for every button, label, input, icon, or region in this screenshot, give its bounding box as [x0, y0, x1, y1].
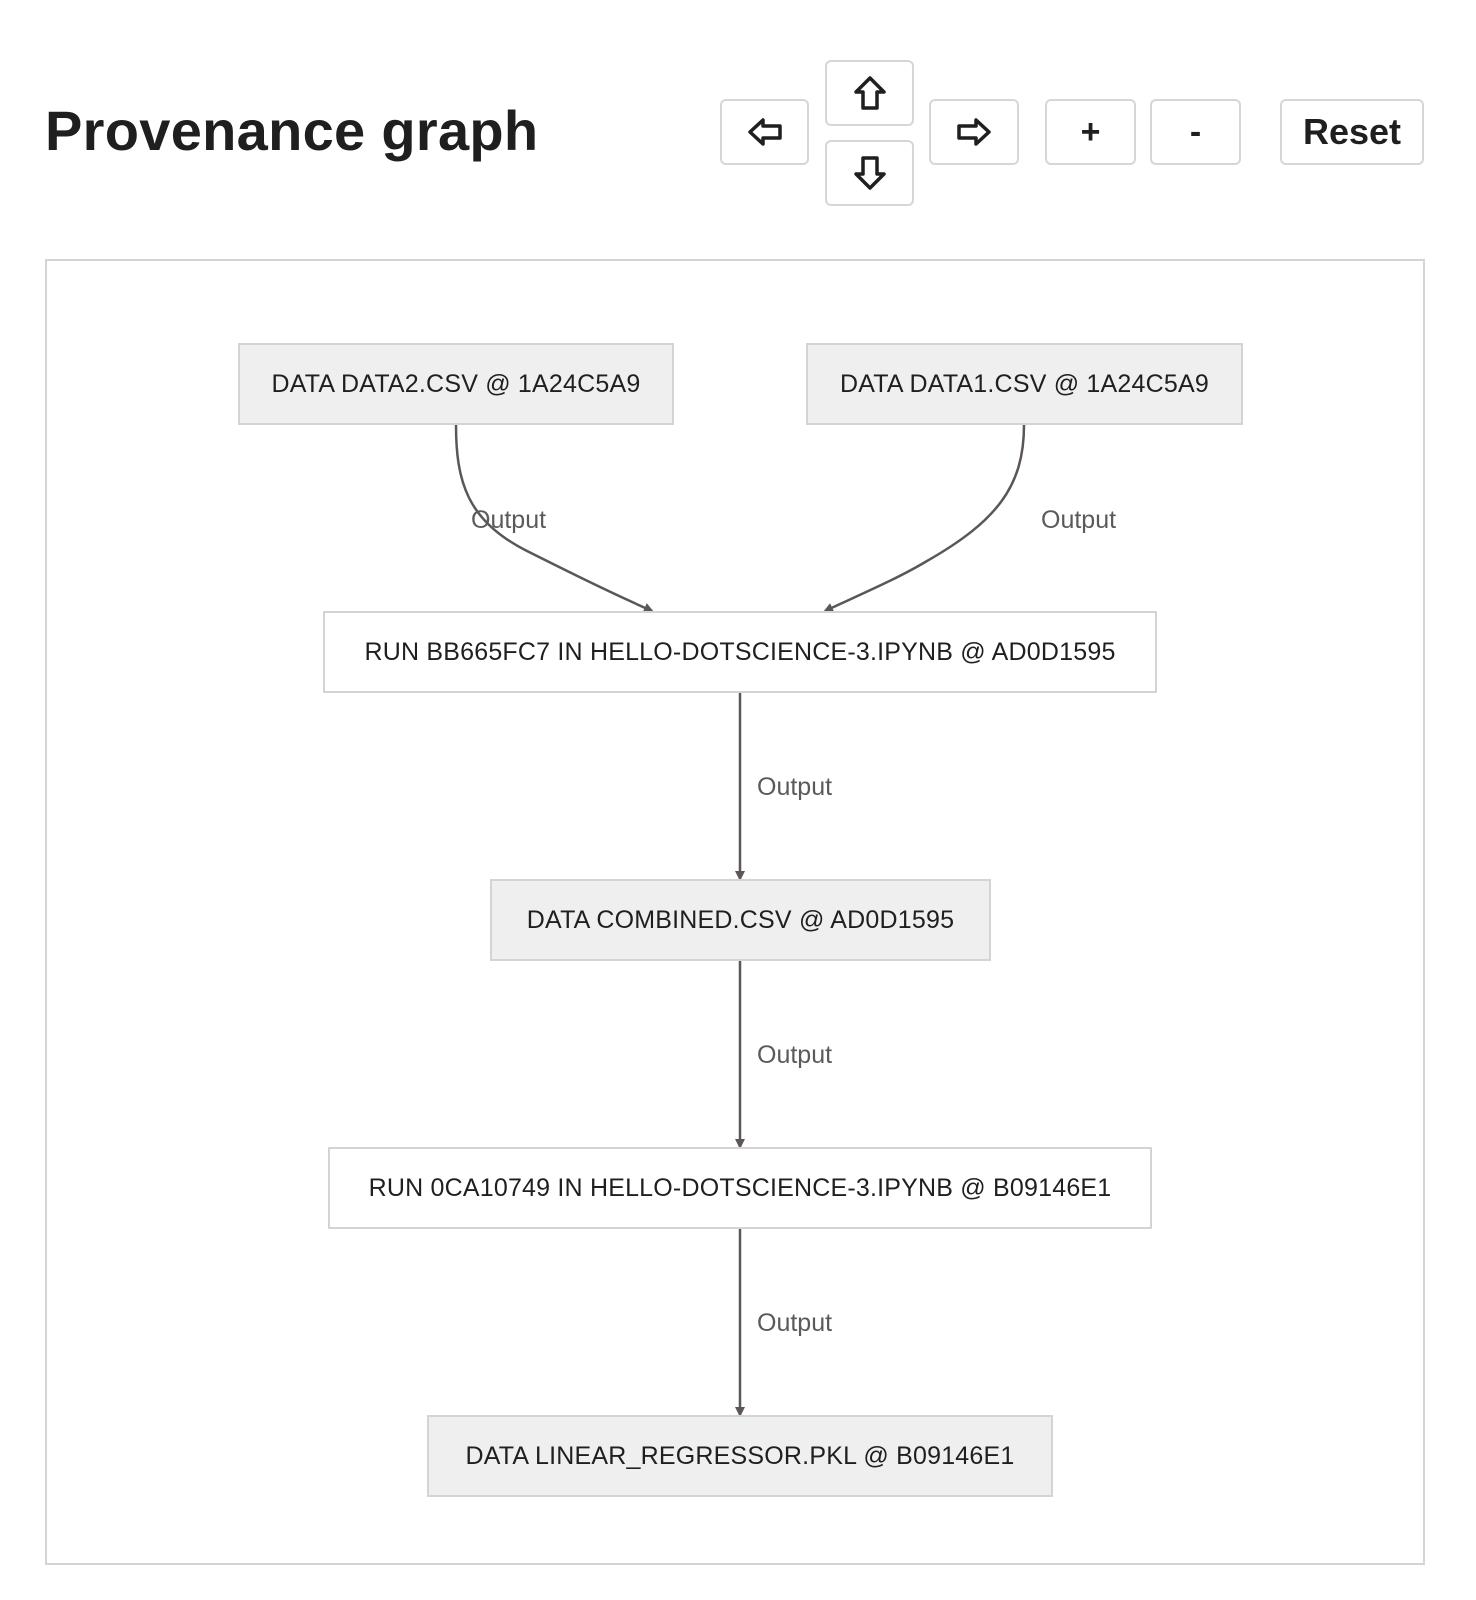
- arrow-right-icon: [957, 118, 991, 146]
- arrow-up-icon: [853, 76, 886, 110]
- zoom-out-button[interactable]: -: [1150, 99, 1241, 165]
- graph-edges: [454, 424, 1026, 1417]
- zoom-in-button[interactable]: +: [1045, 99, 1136, 165]
- pan-down-button[interactable]: [825, 140, 914, 206]
- node-label: DATA COMBINED.CSV @ AD0D1595: [526, 905, 955, 934]
- pan-right-button[interactable]: [929, 99, 1019, 165]
- arrow-down-icon: [853, 156, 886, 190]
- edge-label: Output: [757, 1041, 833, 1069]
- graph-node-run[interactable]: RUN 0CA10749 IN HELLO-DOTSCIENCE-3.IPYNB…: [328, 1147, 1152, 1229]
- edge-label: Output: [757, 773, 833, 801]
- graph-node-data[interactable]: DATA DATA1.CSV @ 1A24C5A9: [806, 343, 1243, 425]
- edge-label: Output: [1041, 506, 1117, 534]
- node-label: RUN 0CA10749 IN HELLO-DOTSCIENCE-3.IPYNB…: [368, 1173, 1112, 1202]
- pan-up-button[interactable]: [825, 60, 914, 126]
- graph-node-data[interactable]: DATA COMBINED.CSV @ AD0D1595: [490, 879, 991, 961]
- edge-label: Output: [471, 506, 547, 534]
- node-label: DATA DATA2.CSV @ 1A24C5A9: [271, 369, 641, 398]
- graph-node-data[interactable]: DATA LINEAR_REGRESSOR.PKL @ B09146E1: [427, 1415, 1053, 1497]
- reset-label: Reset: [1302, 111, 1402, 152]
- zoom-out-label: -: [1189, 113, 1202, 151]
- reset-button[interactable]: Reset: [1280, 99, 1424, 165]
- edge-arrow: [454, 424, 654, 613]
- node-label: RUN BB665FC7 IN HELLO-DOTSCIENCE-3.IPYNB…: [364, 637, 1116, 666]
- edge-arrow: [823, 424, 1026, 613]
- pan-left-button[interactable]: [720, 99, 809, 165]
- node-label: DATA DATA1.CSV @ 1A24C5A9: [840, 369, 1209, 398]
- arrow-left-icon: [747, 118, 782, 146]
- page-title: Provenance graph: [45, 99, 539, 162]
- edge-label: Output: [757, 1309, 833, 1337]
- node-label: DATA LINEAR_REGRESSOR.PKL @ B09146E1: [465, 1441, 1015, 1470]
- graph-node-data[interactable]: DATA DATA2.CSV @ 1A24C5A9: [238, 343, 674, 425]
- zoom-in-label: +: [1080, 113, 1101, 151]
- graph-node-run[interactable]: RUN BB665FC7 IN HELLO-DOTSCIENCE-3.IPYNB…: [323, 611, 1157, 693]
